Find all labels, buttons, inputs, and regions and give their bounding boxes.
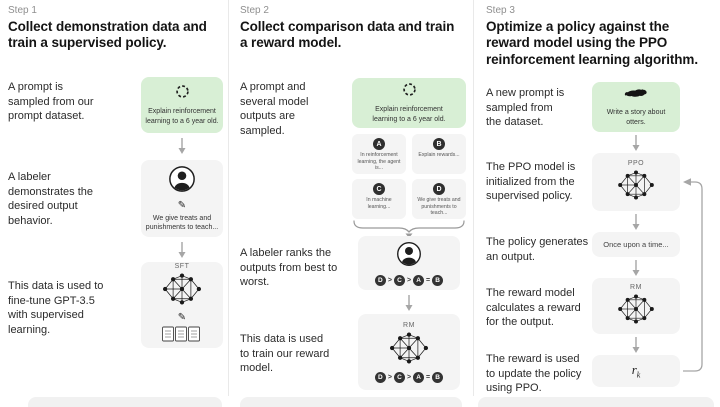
step1-prompt-caption: Explain reinforcement learning to a 6 ye… [145,108,219,125]
step2-rm-box: RM D > [358,314,460,390]
rank-badge: A [413,274,425,286]
reward-value: rk [631,362,641,380]
step1-prompt-box: Explain reinforcement learning to a 6 ye… [141,77,223,133]
step3-output-description: The policy generates an output. [486,236,589,263]
next-section-edge [478,397,714,407]
output-option-c: C In machine learning... [352,179,406,219]
step3-reward-box: rk [592,355,680,387]
step3-rm-box: RM [592,278,680,334]
column-divider [228,0,229,396]
labeler-icon [168,165,196,198]
step3-reward-description: The reward is used to update the policy … [486,353,582,395]
column-heading-1: Collect demonstration data and train a s… [8,19,207,51]
step2-prompt-caption: Explain reinforcement learning to a 6 ye… [372,106,446,123]
neural-network-icon [388,332,430,369]
step2-prompt-description: A prompt and several model outputs are s… [240,81,309,137]
option-letter-badge: A [373,138,385,150]
rank-badge: C [393,274,405,286]
step3-rm-description: The reward model calculates a reward for… [486,287,581,329]
down-arrow-icon [631,259,641,277]
rm-label: RM [403,321,415,329]
step3-output-box: Once upon a time... [592,232,680,257]
down-arrow-icon [404,294,414,312]
step-label-1: Step 1 [8,5,37,16]
down-arrow-icon [177,241,187,259]
pencil-icon: ✎ [177,312,187,323]
step1-sft-box: SFT ✎ [141,262,223,348]
rank-badge: B [432,274,444,286]
labeler-icon [396,241,422,272]
output-option-b: B Explain rewards... [412,134,466,174]
ppo-label: PPO [627,159,645,167]
step1-prompt-description: A prompt is sampled from our prompt data… [8,81,94,123]
rank-separator: > [406,373,412,381]
down-arrow-icon [631,336,641,354]
rank-separator: = [426,276,431,284]
rank-badge: D [374,274,386,286]
rank-separator: > [387,276,392,284]
documents-icon [162,326,202,347]
down-arrow-icon [631,213,641,231]
step1-labeler-box: ✎ We give treats and punishments to teac… [141,160,223,237]
neural-network-icon [616,294,656,329]
pencil-icon: ✎ [177,199,187,211]
option-caption: In machine learning... [366,197,392,210]
next-section-edge [28,397,222,407]
column-divider [473,0,474,396]
option-caption: In reinforcement learning, the agent is.… [357,152,401,171]
option-letter-badge: C [373,183,385,195]
option-caption: We give treats and punishments to teach.… [417,197,461,216]
neural-network-icon [616,170,656,205]
option-caption: Explain rewards... [418,152,460,158]
step3-prompt-description: A new prompt is sampled from the dataset… [486,87,565,129]
rank-badge: B [432,371,444,383]
cycle-icon [175,84,190,104]
output-option-d: D We give treats and punishments to teac… [412,179,466,219]
column-heading-3: Optimize a policy against the reward mod… [486,19,698,67]
rank-badge: D [374,371,386,383]
step3-prompt-caption: Write a story about otters. [606,109,666,126]
option-letter-badge: D [433,183,445,195]
rm-label: RM [630,283,642,291]
rank-separator: > [387,373,392,381]
rank-badge: A [413,371,425,383]
generated-output-text: Once upon a time... [603,240,669,249]
output-option-a: A In reinforcement learning, the agent i… [352,134,406,174]
step1-labeler-description: A labeler demonstrates the desired outpu… [8,171,93,227]
step2-rm-description: This data is used to train our reward mo… [240,333,330,375]
neural-network-icon [161,273,203,310]
ranking-row: D > C > A = B [374,274,444,286]
down-arrow-icon [631,134,641,152]
step1-labeler-caption: We give treats and punishments to teach.… [145,214,219,231]
next-section-edge [240,397,462,407]
sft-label: SFT [174,263,190,270]
step-label-3: Step 3 [486,5,515,16]
step3-ppo-box: PPO [592,153,680,211]
rank-separator: = [426,373,431,381]
step3-ppo-description: The PPO model is initialized from the su… [486,161,576,203]
step3-prompt-box: Write a story about otters. [592,82,680,132]
column-heading-2: Collect comparison data and train a rewa… [240,19,455,51]
rank-separator: > [406,276,412,284]
rank-badge: C [393,371,405,383]
ranking-row: D > C > A = B [374,371,444,383]
cycle-icon [402,82,417,102]
step2-labeler-box: D > C > A = B [358,236,460,290]
otter-icon [623,87,649,105]
step2-prompt-box: Explain reinforcement learning to a 6 ye… [352,78,466,128]
step2-labeler-description: A labeler ranks the outputs from best to… [240,247,338,289]
down-arrow-icon [177,137,187,155]
step1-sft-description: This data is used to fine-tune GPT-3.5 w… [8,280,104,336]
option-letter-badge: B [433,138,445,150]
step-label-2: Step 2 [240,5,269,16]
